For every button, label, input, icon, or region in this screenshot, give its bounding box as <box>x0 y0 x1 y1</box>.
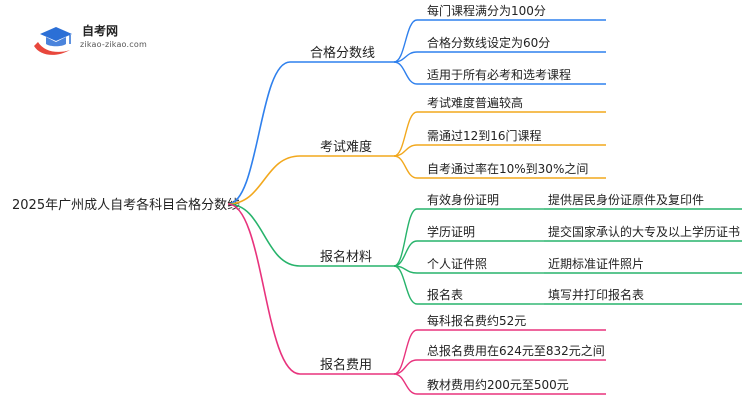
child-connector <box>393 111 418 157</box>
child-connector <box>393 208 418 267</box>
child-label: 适用于所有必考和选考课程 <box>427 67 571 82</box>
branch-label: 合格分数线 <box>310 45 375 61</box>
child-label: 每门课程满分为100分 <box>427 3 546 18</box>
graduation-cap-icon <box>34 27 72 55</box>
child-label: 个人证件照 <box>427 257 487 271</box>
branch-connector <box>227 155 301 205</box>
logo-title: 自考网 <box>82 24 119 38</box>
child-label: 合格分数线设定为60分 <box>427 35 550 50</box>
child-connector <box>393 240 418 267</box>
branch-registration-fees: 报名费用 每科报名费约52元总报名费用在624元至832元之间教材费用约200元至… <box>227 203 606 395</box>
child-label: 每科报名费约52元 <box>427 313 526 328</box>
child-label: 总报名费用在624元至832元之间 <box>427 343 605 358</box>
child-connector <box>393 359 418 375</box>
child-label: 需通过12到16门课程 <box>427 128 542 143</box>
branch-label: 报名材料 <box>320 249 372 265</box>
site-logo: 自考网 zikao-zikao.com <box>30 20 170 60</box>
child-connector <box>393 265 418 305</box>
child-connector <box>393 329 418 375</box>
child-connector <box>393 373 418 395</box>
child-label: 教材费用约200元至500元 <box>427 377 569 392</box>
root-topic: 2025年广州成人自考各科目合格分数线 <box>12 197 240 213</box>
child-label: 考试难度普遍较高 <box>427 95 523 110</box>
detail-label: 提供居民身份证原件及复印件 <box>548 192 704 207</box>
child-label: 自考通过率在10%到30%之间 <box>427 161 588 176</box>
child-connector <box>393 155 418 179</box>
branch-connector <box>227 203 301 267</box>
detail-label: 提交国家承认的大专及以上学历证书 <box>548 224 740 239</box>
child-label: 学历证明 <box>427 224 475 239</box>
branch-connector <box>227 61 291 205</box>
child-label: 报名表 <box>427 287 463 302</box>
detail-label: 近期标准证件照片 <box>548 257 644 271</box>
branch-label: 考试难度 <box>320 139 372 155</box>
branch-connector <box>227 203 301 375</box>
child-label: 有效身份证明 <box>427 192 499 207</box>
detail-label: 填写并打印报名表 <box>548 287 644 302</box>
child-connector <box>393 19 418 63</box>
branch-label: 报名费用 <box>320 357 372 373</box>
child-connector <box>393 61 418 85</box>
logo-subtitle: zikao-zikao.com <box>80 40 147 49</box>
